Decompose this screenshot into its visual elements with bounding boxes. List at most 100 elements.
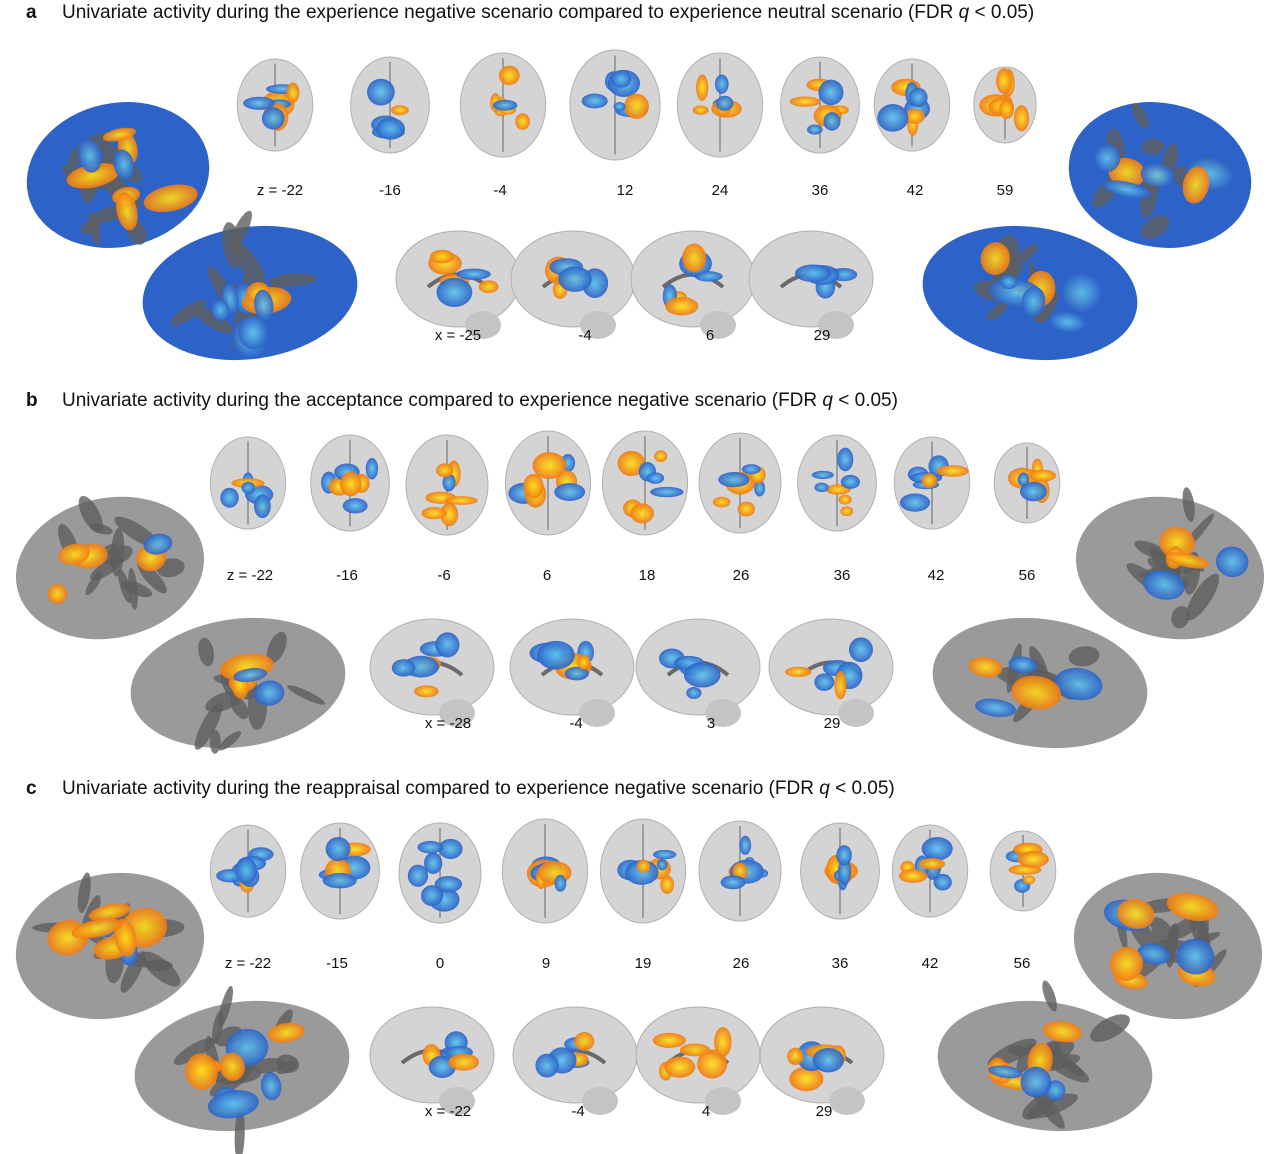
activation-positive [532, 452, 567, 480]
activation-negative [814, 482, 829, 493]
activation-negative [1143, 570, 1185, 600]
activation-positive [1043, 1020, 1083, 1043]
cerebellum [818, 311, 854, 339]
activation-negative [456, 268, 491, 280]
surface-sulcus [222, 222, 242, 269]
axial-label-c-0: z = -22 [225, 955, 271, 972]
sagittal-label-c-2: 4 [702, 1103, 710, 1120]
surface-sulcus [1042, 980, 1057, 1012]
axial-slice-c-0 [209, 824, 287, 918]
activation-positive [267, 1022, 305, 1043]
axial-label-b-1: -16 [336, 567, 358, 584]
axial-label-c-3: 9 [542, 955, 550, 972]
panel-a-letter: a [26, 2, 37, 23]
activation-negative [1008, 656, 1038, 674]
panel-a: a Univariate activity during the experien… [0, 0, 1280, 385]
activation-positive [436, 463, 454, 478]
axial-slice-c-8 [989, 830, 1057, 912]
panel-a-title-q: q [958, 2, 970, 23]
sagittal-label-c-1: -4 [571, 1103, 584, 1120]
activation-positive [88, 903, 131, 921]
surface-sulcus [212, 1010, 224, 1045]
activation-negative [1019, 481, 1048, 502]
panel-a-title-suffix: < 0.05) [969, 2, 1035, 23]
activation-negative [417, 840, 444, 854]
panel-a-title-prefix: Univariate activity during the experienc… [62, 2, 959, 23]
surface-a-3 [922, 225, 1138, 361]
cerebellum [439, 699, 475, 727]
surface-sulcus [269, 273, 318, 287]
surface-sulcus [103, 545, 133, 566]
cerebellum [579, 699, 615, 727]
axial-slice-b-7 [893, 436, 971, 530]
activation-negative [254, 680, 285, 706]
activation-positive [664, 1056, 696, 1078]
activation-positive [429, 249, 455, 264]
activation-negative [739, 835, 752, 855]
axial-label-c-4: 19 [635, 955, 652, 972]
activation-negative [1054, 667, 1103, 701]
cerebellum [838, 699, 874, 727]
activation-positive [636, 859, 651, 873]
surface-sulcus [1186, 573, 1220, 621]
activation-negative [613, 101, 626, 112]
activation-negative [436, 277, 473, 307]
activation-positive [1017, 850, 1049, 868]
activation-negative [975, 698, 1016, 718]
surface-sulcus [90, 523, 113, 535]
axial-slice-b-8 [993, 442, 1061, 524]
activation-positive [1159, 526, 1195, 559]
activation-positive [834, 670, 847, 700]
axial-slice-c-1 [300, 822, 380, 920]
activation-positive [1166, 892, 1219, 922]
panel-b-title-suffix: < 0.05) [832, 390, 898, 411]
activation-negative [1137, 943, 1171, 965]
axial-slice-b-3 [504, 430, 592, 536]
cerebellum [439, 1087, 475, 1115]
activation-negative [220, 487, 239, 508]
surface-sulcus [141, 951, 181, 987]
axial-label-a-4: 24 [712, 182, 729, 199]
sagittal-slice-c-0 [369, 1006, 495, 1115]
activation-negative [254, 289, 274, 321]
activation-positive [840, 506, 854, 517]
axial-slice-c-3 [501, 818, 589, 924]
surface-sulcus [194, 307, 233, 334]
axial-label-b-2: -6 [437, 567, 450, 584]
activation-positive [448, 1053, 480, 1071]
surface-sulcus [1140, 215, 1170, 239]
activation-negative [794, 264, 832, 283]
surface-a-0 [26, 102, 210, 248]
surface-a-1 [142, 210, 358, 361]
activation-negative [694, 271, 723, 282]
activation-negative [1061, 273, 1102, 313]
activation-positive [1117, 898, 1155, 929]
activation-negative [714, 74, 729, 94]
activation-positive [936, 465, 969, 477]
activation-negative [921, 836, 953, 861]
surface-sulcus [234, 1106, 245, 1154]
surface-sulcus [194, 702, 223, 750]
activation-positive [697, 1049, 728, 1079]
activation-positive [630, 503, 654, 524]
surface-sulcus [1149, 547, 1175, 576]
sagittal-slice-a-2 [630, 230, 756, 339]
axial-label-b-4: 18 [639, 567, 656, 584]
axial-label-c-5: 26 [733, 955, 750, 972]
activation-positive [679, 1043, 711, 1057]
surface-sulcus [276, 1060, 298, 1075]
activation-negative [988, 1065, 1023, 1079]
surface-sulcus [88, 211, 101, 246]
activation-negative [1048, 311, 1087, 333]
surface-sulcus [266, 631, 287, 664]
activation-positive [58, 543, 90, 565]
activation-negative [650, 486, 684, 498]
axial-slice-a-0 [236, 58, 314, 152]
activation-positive [696, 74, 709, 101]
activation-positive [1022, 875, 1036, 885]
sagittal-label-a-1: -4 [578, 327, 591, 344]
activation-negative [243, 96, 275, 110]
